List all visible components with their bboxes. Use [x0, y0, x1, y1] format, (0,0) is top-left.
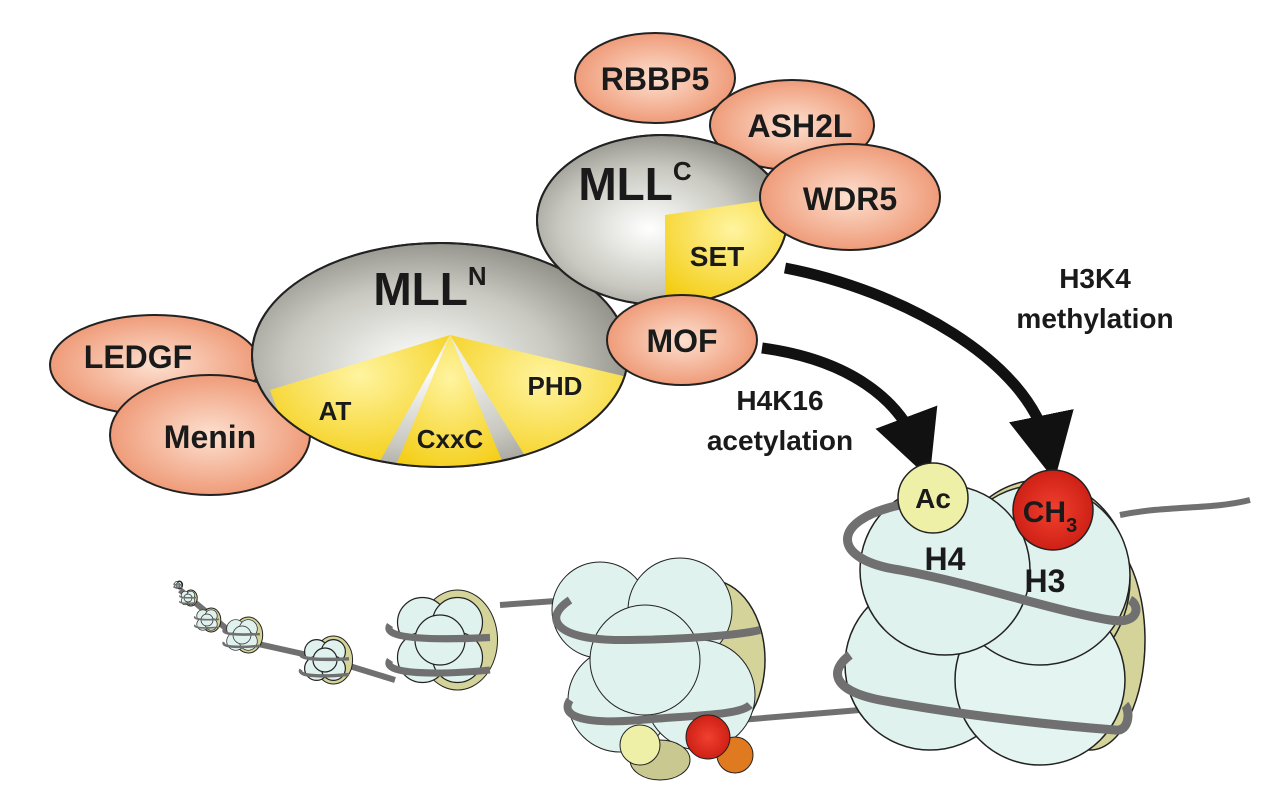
menin-label: Menin [164, 419, 256, 455]
at-label: AT [319, 396, 352, 426]
mll-n-superscript: N [468, 261, 487, 291]
menin: Menin [109, 374, 311, 496]
h4-label: H4 [925, 541, 966, 577]
nucleosome-small [193, 607, 222, 633]
h4k16-arrow [761, 342, 938, 479]
methylation-label: methylation [1016, 303, 1173, 334]
ch3-subscript: 3 [1066, 515, 1077, 537]
acetyl-mark [897, 462, 969, 534]
wdr5-label: WDR5 [803, 181, 897, 217]
mll-n-label: MLL [373, 263, 468, 315]
rbbp5: RBBP5 [574, 32, 736, 124]
ch3-label: CH [1023, 496, 1066, 529]
cxxc-label: CxxC [417, 424, 484, 454]
mll-c-superscript: C [673, 156, 692, 186]
nucleosome-small [298, 635, 354, 685]
wdr5: WDR5 [759, 143, 941, 251]
mll-c-label: MLL [578, 158, 673, 210]
mof: MOF [606, 294, 758, 386]
nucleosome-large: Ac CH3 H4 H3 [833, 462, 1146, 766]
set-label: SET [690, 241, 744, 272]
nucleosome-small [385, 589, 498, 691]
ash2l-label: ASH2L [748, 108, 853, 144]
phd-label: PHD [528, 371, 583, 401]
svg-text:MLLN: MLLN [373, 261, 486, 315]
ledgf-label: LEDGF [84, 339, 192, 375]
svg-text:MLLC: MLLC [578, 156, 692, 210]
nucleosome-medium [551, 557, 766, 781]
dna-linker [178, 497, 1251, 723]
h4k16-label: H4K16 [736, 385, 823, 416]
ac-label: Ac [915, 483, 951, 514]
svg-text:CH3: CH3 [1023, 496, 1077, 537]
nucleosome-small [173, 580, 184, 590]
nucleosome-small [179, 589, 198, 607]
h3k4-label: H3K4 [1059, 263, 1131, 294]
rbbp5-label: RBBP5 [601, 61, 709, 97]
at-domain [270, 335, 450, 467]
mof-label: MOF [646, 323, 717, 359]
cxxc-domain [390, 335, 510, 467]
h3-label: H3 [1025, 563, 1066, 599]
h3k4-arrow [783, 262, 1074, 481]
mll-c: MLLC SET [536, 134, 788, 306]
acetylation-label: acetylation [707, 425, 853, 456]
nucleosome-small [222, 616, 264, 654]
methyl-mark [1012, 469, 1094, 551]
